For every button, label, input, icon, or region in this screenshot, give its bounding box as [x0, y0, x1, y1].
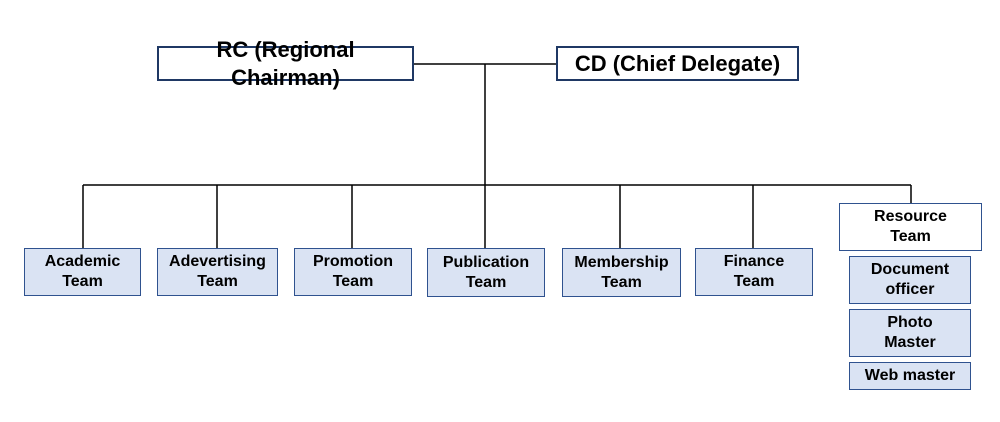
cd-box: CD (Chief Delegate) [556, 46, 799, 81]
team-label: Adevertising [169, 253, 266, 270]
member-label: Document [870, 261, 950, 278]
member-label: officer [885, 281, 935, 298]
team-label: Team [197, 273, 238, 290]
resource-member-document-officer: Document officer [849, 256, 971, 304]
member-label: Web master [864, 367, 956, 384]
team-label: Team [601, 273, 642, 291]
team-label: Team [733, 273, 775, 290]
team-label: Academic [44, 253, 121, 270]
team-label: Resource [874, 208, 947, 225]
member-label: Master [884, 334, 936, 351]
team-label: Promotion [313, 253, 393, 270]
team-label: Team [62, 273, 103, 290]
member-label: Photo [887, 314, 933, 331]
team-label: Finance [723, 253, 785, 270]
team-label: Team [332, 273, 374, 290]
team-label: Membership [574, 253, 669, 271]
cd-label: CD (Chief Delegate) [574, 50, 781, 76]
rc-label: RC (Regional Chairman) [216, 37, 355, 90]
team-label: Team [890, 228, 931, 245]
team-label: Team [465, 273, 507, 291]
rc-box: RC (Regional Chairman) [157, 37, 414, 90]
resource-member-web-master: Web master [849, 362, 971, 390]
team-label: Publication [442, 253, 530, 271]
